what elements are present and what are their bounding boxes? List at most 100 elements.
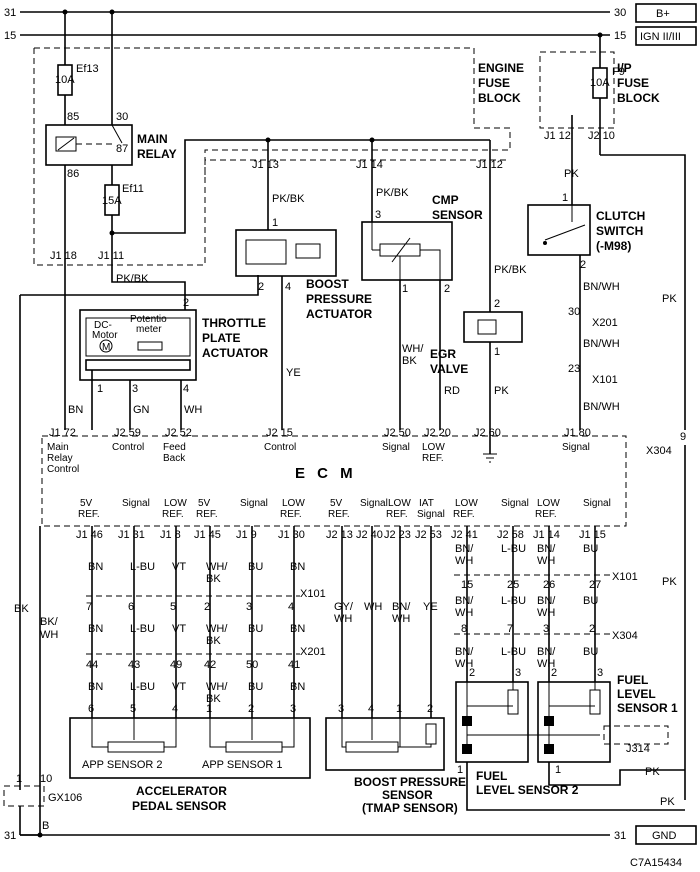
- wire-bkwh-1: BK/: [40, 616, 59, 628]
- ecm-bottom-pin-8: J2 23: [384, 529, 411, 541]
- fuse-ef13-label: Ef13: [76, 63, 99, 75]
- fuel-wire-color-0-2: BN/: [455, 646, 474, 658]
- boost-pressure-actuator: PK/BK 1 2 4 BOOST PRESSURE ACTUATOR YE: [235, 140, 373, 430]
- app-wires: BNBNBN7446L-BUL-BUL-BU6435VTVTVT5494WH/B…: [86, 526, 601, 718]
- lower-harness: BK BK/ WH X101 X201 X101 X304 1 10 GX106: [3, 526, 638, 836]
- conn-9: 9: [680, 431, 686, 443]
- ecm-top-pin-5: J2 20: [424, 427, 451, 439]
- app-wire-color-5-2: BN: [290, 681, 305, 693]
- ef-j1-14: J1 14: [356, 159, 383, 171]
- app-wire-color-2-1: VT: [172, 623, 186, 635]
- ecm-bottom-label-0-l2: REF.: [78, 509, 100, 520]
- ecm-top-label-0-l1: Main: [47, 442, 69, 453]
- ef-j1-11: J1 11: [98, 250, 124, 262]
- app-pin-4: 2: [248, 703, 254, 715]
- clutch-switch: PK 1 2 CLUTCH SWITCH (-M98) BN/WH X201 3…: [527, 132, 686, 800]
- app-pin-0: 6: [88, 703, 94, 715]
- ef-j1-13: J1 13: [252, 159, 279, 171]
- ip-fuse-title-2: FUSE: [617, 76, 649, 90]
- rail-gnd-label: GND: [652, 830, 677, 842]
- ecm-bottom-label-10-l1: LOW: [455, 498, 478, 509]
- app-wire-color-1-2: L-BU: [130, 681, 155, 693]
- throttle-box: [79, 309, 197, 381]
- fuel2-pin-3: 3: [515, 667, 521, 679]
- app-pin-2: 4: [172, 703, 178, 715]
- relay-pin-30: 30: [116, 111, 128, 123]
- ecm-bottom-label-1-l1: Signal: [122, 498, 150, 509]
- throttle-pin-1: 1: [97, 383, 103, 395]
- gx106-pin-1: 1: [16, 773, 22, 785]
- fuel-wire-color-2-0: BN/: [537, 543, 556, 555]
- power-rails: 31 30 B+ 15 15 IGN II/III 31 31 GND B: [4, 3, 697, 845]
- fuel-wire-color-0-0: BN/: [455, 543, 474, 555]
- rail-gnd-box: [635, 825, 697, 845]
- ecm-top-pin-0: J1 72: [49, 427, 76, 439]
- ip-fuse-title-3: BLOCK: [617, 91, 660, 105]
- fuel-x101-pin-3: 27: [589, 579, 601, 591]
- app-sensor-1-label: APP SENSOR 1: [202, 759, 283, 771]
- wire-bn-throttle: BN: [68, 404, 83, 416]
- engine-fuse-title-1: ENGINE: [478, 61, 524, 75]
- throttle-pin-2: 2: [183, 297, 189, 309]
- wire-bnwh-3: BN/WH: [583, 401, 620, 413]
- x101-pin-2: 5: [170, 601, 176, 613]
- wire-gn: GN: [133, 404, 150, 416]
- gx106-box: [3, 785, 45, 807]
- ecm-top-label-3-l1: Control: [264, 442, 296, 453]
- tmap-pin-1: 4: [368, 703, 374, 715]
- fuse-ef11-label: Ef11: [122, 183, 144, 195]
- fuel-1-rheostat: [589, 689, 601, 715]
- engine-fuse-title-3: BLOCK: [478, 91, 521, 105]
- rail-bplus-box: [635, 3, 697, 23]
- ecm-bottom-pin-2: J1 8: [160, 529, 181, 541]
- app-wire-color-4-2: BU: [248, 681, 263, 693]
- x101-pin-0: 7: [86, 601, 92, 613]
- accelerator-pedal-sensor: APP SENSOR 2 APP SENSOR 1 ACCELERATOR PE…: [69, 717, 311, 813]
- fuel-wire-color2-0-1: WH: [455, 607, 473, 619]
- fuel-2-rheostat: [507, 689, 519, 715]
- app-wire-color-0-1: BN: [88, 623, 103, 635]
- relay-pin-87: 87: [116, 143, 128, 155]
- clutch-title-3: (-M98): [596, 239, 631, 253]
- wire-bnwh-2: BN/WH: [583, 338, 620, 350]
- fuel-wire-color-1-2: L-BU: [501, 646, 526, 658]
- ecm-bottom-pin-11: J2 58: [497, 529, 524, 541]
- ecm-bottom-label-5-l1: LOW: [282, 498, 305, 509]
- tmap-wire-color-0: GY/: [334, 601, 354, 613]
- fuel-wire-color-1-1: L-BU: [501, 595, 526, 607]
- app-wire-color2-3-0: BK: [206, 573, 221, 585]
- tmap-pin-0: 3: [338, 703, 344, 715]
- ecm-bottom-label-7-l1: Signal: [360, 498, 388, 509]
- j314-label: J314: [626, 743, 650, 755]
- clutch-title-2: SWITCH: [596, 224, 643, 238]
- wire-bkwh-2: WH: [40, 629, 58, 641]
- rail-15-left: 15: [4, 30, 16, 42]
- ecm-bottom-label-9-l2: Signal: [417, 509, 445, 520]
- app-wire-color-1-1: L-BU: [130, 623, 155, 635]
- main-relay-title-1: MAIN: [137, 132, 168, 146]
- ecm-bottom-pin-4: J1 9: [236, 529, 257, 541]
- engine-fuse-block: ENGINE FUSE BLOCK Ef13 10A 85 30 86 87 M…: [33, 12, 524, 266]
- fuel-x101-pin-2: 26: [543, 579, 555, 591]
- tmap-pin-3: 2: [427, 703, 433, 715]
- motor-icon: [99, 339, 113, 353]
- tmap-thermistor: [425, 723, 437, 745]
- engine-fuse-title-2: FUSE: [478, 76, 510, 90]
- throttle-pin-4: 4: [183, 383, 189, 395]
- throttle-title-3: ACTUATOR: [202, 346, 269, 360]
- ecm-top-pin-6: J2 60: [474, 427, 501, 439]
- app-wire-color-4-1: BU: [248, 623, 263, 635]
- ecm-bottom-label-10-l2: REF.: [453, 509, 475, 520]
- x201-app: X201: [300, 646, 326, 658]
- ecm-bottom-pin-1: J1 31: [118, 529, 145, 541]
- ecm-bottom-label-3-l1: 5V: [198, 498, 211, 509]
- x101-pin-1: 6: [128, 601, 134, 613]
- boost-act-title-3: ACTUATOR: [306, 307, 373, 321]
- fuel2-title-2: LEVEL SENSOR 2: [476, 783, 579, 797]
- app-box: [69, 717, 311, 779]
- x201-clutch: X201: [592, 317, 618, 329]
- x101-pin-5: 4: [288, 601, 294, 613]
- fuel-wire-color-2-1: BN/: [537, 595, 556, 607]
- wire-pk-fuel-2: PK: [660, 796, 675, 808]
- x201-pin-5: 41: [288, 659, 300, 671]
